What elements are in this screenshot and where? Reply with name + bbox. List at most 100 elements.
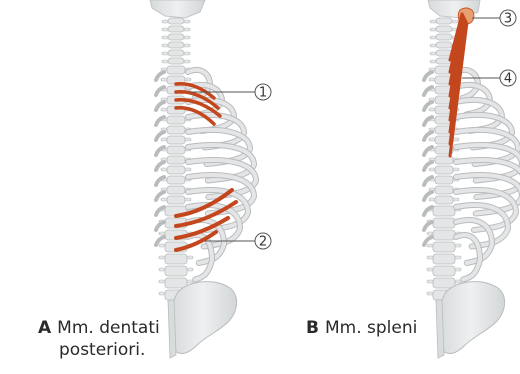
transverse-process [429,168,435,171]
vertebra [167,66,185,74]
transverse-process [184,20,190,23]
transverse-process [162,60,168,63]
transverse-process [429,108,435,111]
transverse-process [453,198,459,201]
panel-a-caption-line2: posteriori. [38,339,160,361]
transverse-process [162,28,168,31]
transverse-process [161,138,167,141]
transverse-process [162,20,168,23]
transverse-process [185,168,191,171]
vertebra [167,196,185,204]
transverse-process [430,28,436,31]
transverse-process [162,44,168,47]
panel-a-skeleton [150,0,256,358]
vertebra [168,42,184,48]
panel-b-caption: B Mm. spleni [306,317,417,339]
transverse-process [455,256,461,259]
transverse-process [453,168,459,171]
transverse-process [159,268,165,271]
transverse-process [187,280,193,283]
transverse-process [429,198,435,201]
vertebra [167,166,185,174]
transverse-process [430,52,436,55]
transverse-process [159,244,165,247]
transverse-process [184,52,190,55]
vertebra [165,278,187,288]
vertebra [168,34,184,40]
transverse-process [187,256,193,259]
vertebra [165,254,187,264]
vertebra [167,186,185,194]
transverse-process [427,268,433,271]
vertebra [168,26,184,32]
transverse-process [184,44,190,47]
vertebra [168,50,184,56]
panel-a-caption: A Mm. dentati posteriori. [38,317,160,361]
transverse-process [430,20,436,23]
vertebra [167,176,185,184]
transverse-process [430,60,436,63]
transverse-process [159,280,165,283]
marker-2-label: 2 [259,235,267,250]
transverse-process [159,256,165,259]
transverse-process [427,244,433,247]
rib-stub [424,222,432,230]
vertebra [167,116,185,124]
panel-a-letter: A [38,318,51,338]
panel-b-letter: B [306,318,319,338]
marker-4-label: 4 [504,72,512,87]
vertebra [433,242,455,252]
transverse-process [162,52,168,55]
vertebra [435,186,453,194]
vertebra [435,196,453,204]
rib-stub [156,222,164,230]
vertebra [167,156,185,164]
transverse-process [430,44,436,47]
vertebra [168,18,184,24]
transverse-process [184,28,190,31]
vertebra [168,58,184,64]
transverse-process [159,292,165,295]
vertebra [436,50,452,56]
transverse-process [185,78,191,81]
marker-1-label: 1 [259,86,267,101]
transverse-process [427,280,433,283]
panel-a-pelvis [170,282,237,354]
vertebra [433,230,455,240]
transverse-process [159,232,165,235]
transverse-process [452,20,458,23]
vertebra [433,218,455,228]
transverse-process [427,256,433,259]
transverse-process [187,268,193,271]
transverse-process [161,108,167,111]
panel-a-caption-line1: Mm. dentati [57,318,160,338]
vertebra [436,26,452,32]
transverse-process [184,60,190,63]
transverse-process [430,36,436,39]
vertebra [433,278,455,288]
vertebra [165,266,187,276]
vertebra [435,166,453,174]
transverse-process [161,78,167,81]
transverse-process [162,36,168,39]
marker-3-label: 3 [504,12,512,27]
transverse-process [185,198,191,201]
vertebra [433,254,455,264]
panel-b-skeleton [424,0,520,358]
panel-b-pelvis [438,282,505,354]
transverse-process [455,268,461,271]
transverse-process [453,138,459,141]
panel-b-caption-text: Mm. spleni [325,318,417,338]
transverse-process [427,292,433,295]
transverse-process [184,36,190,39]
transverse-process [455,280,461,283]
vertebra [167,136,185,144]
vertebra [436,34,452,40]
vertebra [433,206,455,216]
vertebra [167,126,185,134]
vertebra [436,18,452,24]
transverse-process [429,138,435,141]
vertebra [435,176,453,184]
vertebra [433,266,455,276]
transverse-process [161,168,167,171]
